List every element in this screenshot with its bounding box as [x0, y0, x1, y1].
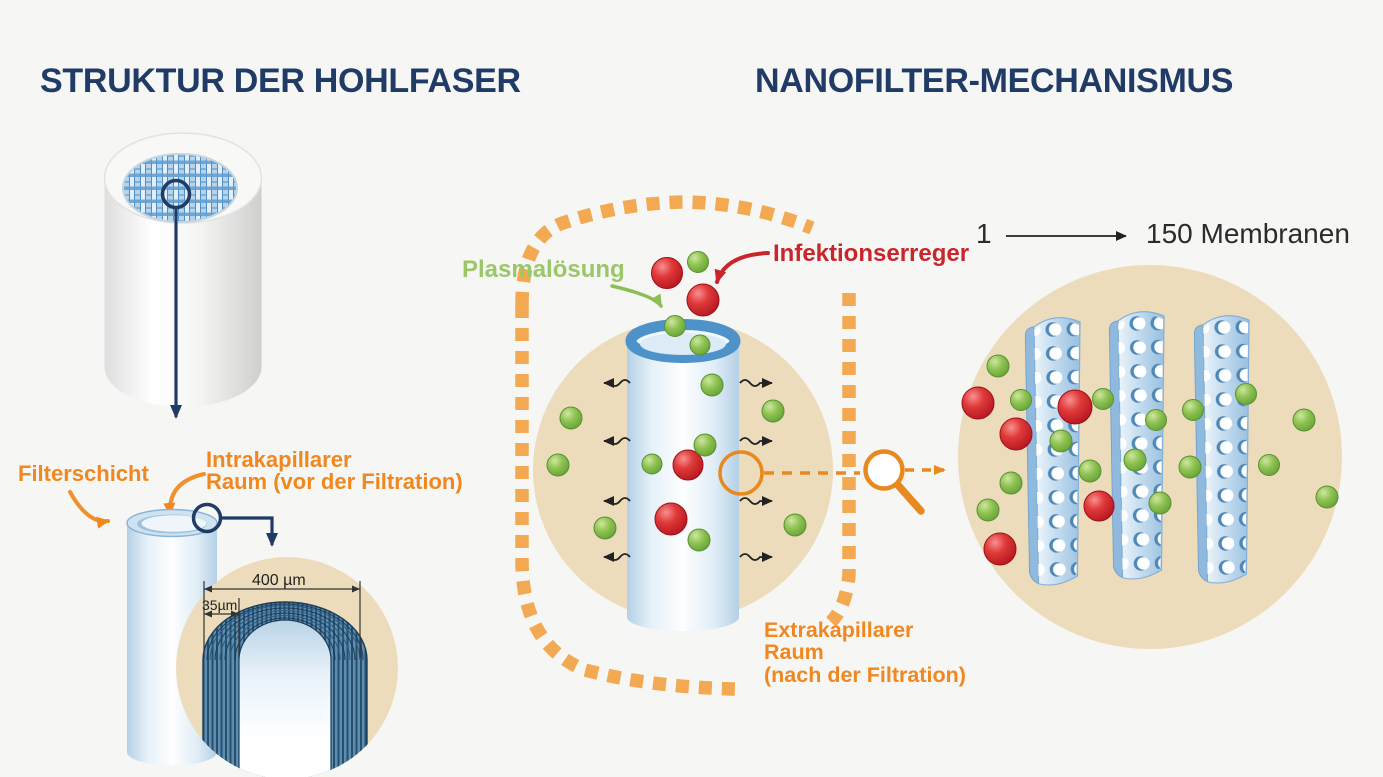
plasma-label: Plasmalösung [462, 256, 625, 283]
pathogen-label: Infektionserreger [773, 240, 970, 267]
plasma-arrow [610, 284, 663, 308]
plasma-particles-right [976, 354, 1339, 522]
left-section-title: STRUKTUR DER HOHLFASER [40, 62, 521, 100]
membrane-plate-2 [1108, 310, 1170, 580]
plasma-particles-middle [546, 251, 807, 552]
dimension-400um [203, 581, 361, 658]
pathogen-arrow [714, 251, 770, 284]
right-section-title: NANOFILTER-MECHANISMUS [755, 62, 1234, 100]
membrane-count-from: 1 [976, 218, 992, 249]
extrakapillar-label-line3: (nach der Filtration) [764, 662, 966, 687]
filterschicht-arrow [68, 490, 110, 529]
zoom-marker-circle [718, 450, 764, 496]
extrakapillar-label-line2: Raum [764, 640, 824, 665]
intrakapillar-label-line2: Raum (vor der Filtration) [206, 469, 463, 494]
fiber-zoom-connector [191, 502, 278, 547]
flow-arrows [603, 378, 773, 562]
fiber-cross-section-circle [176, 557, 398, 777]
membrane-plate-1 [1024, 316, 1086, 586]
pathogen-particles-right [961, 386, 1115, 566]
intrakapillar-label-line1: Intrakapillarer [206, 447, 352, 472]
orange-dashed-capsule [515, 195, 856, 696]
bundle-cross-section-marker [160, 178, 192, 419]
magnifier-icon [863, 449, 925, 515]
extrakapillar-label-line1: Extrakapillarer [764, 618, 914, 642]
wall-thickness-label: 35µm [202, 597, 238, 613]
membrane-count-to: 150 Membranen [1146, 218, 1350, 249]
membrane-plate-3 [1193, 314, 1255, 584]
intrakapillar-label: Intrakapillarer Raum (vor der Filtration… [206, 449, 463, 493]
extrakapillar-label: Extrakapillarer Raum (nach der Filtratio… [764, 619, 966, 686]
pathogen-particles-middle [651, 257, 720, 536]
outer-diameter-label: 400 µm [252, 572, 306, 589]
fiber-bundle-illustration [103, 132, 263, 407]
filterschicht-label: Filterschicht [18, 461, 149, 486]
dimension-35um [204, 598, 240, 658]
